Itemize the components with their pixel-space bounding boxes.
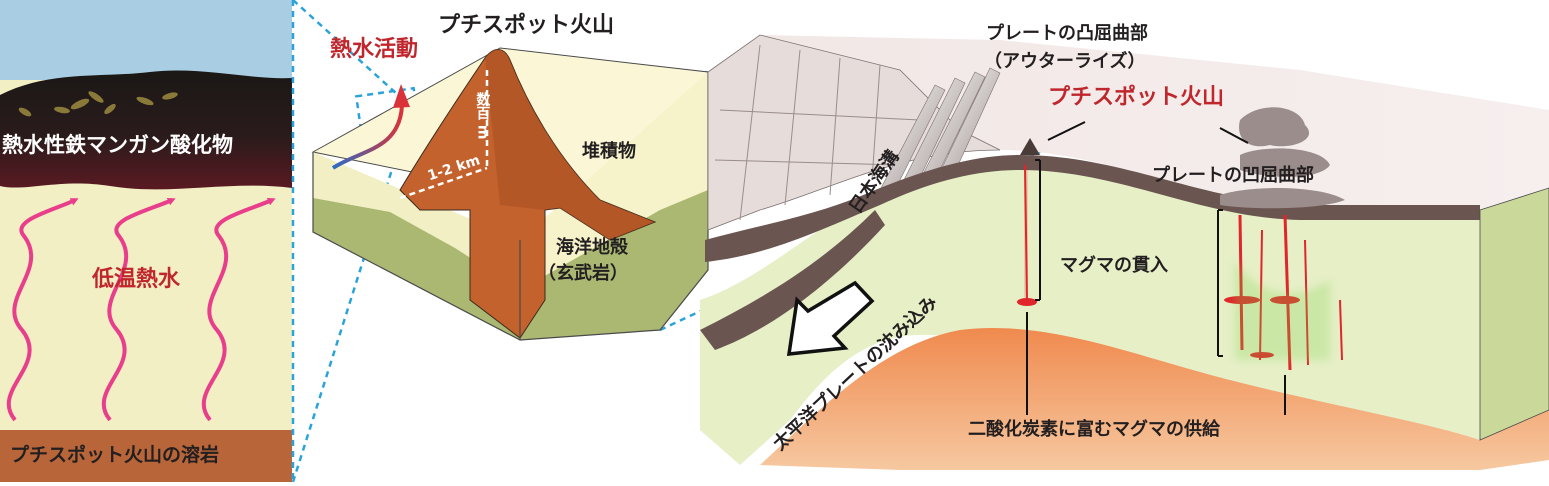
right-edge [1479,187,1549,441]
crust-label-line1: 海洋地殻 [556,237,628,258]
lava-label: プチスポット火山の溶岩 [10,444,220,466]
concave-label: プレートの凹屈曲部 [1152,165,1314,186]
crust-right [520,190,708,340]
middle-block [311,47,709,341]
trench-wall [707,34,1001,231]
green-plate [700,158,1549,465]
oxide-label: 熱水性鉄マンガン酸化物 [2,133,233,157]
seafloor-surface [708,35,1549,230]
subducting-band [700,210,885,350]
fluid-arrow-1 [6,198,79,422]
dimension-lines [399,70,489,200]
outer-rise-line1: プレートの凸屈曲部 [986,23,1148,44]
right-landscape [700,34,1549,470]
fluid-arrow-3 [201,198,276,422]
outer-rise-blades [879,67,1001,191]
block-edges [312,72,709,341]
hydrothermal-arrowhead [393,84,410,108]
magma-right [1224,214,1343,371]
fluid-arrows [6,198,276,422]
oxide-crust [0,70,292,190]
plate-band [705,155,1480,262]
height-label: 数百 m [474,92,491,140]
left-panel [0,0,292,482]
subduction-arrow-shape [786,280,875,356]
fluid-label: 低温熱水 [92,267,181,292]
intrusion-label: マグマの貫入 [1060,255,1168,276]
supply-label: 二酸化炭素に富むマグマの供給 [968,419,1220,440]
oxide-nodules [18,91,178,117]
crust-label-line2: （玄武岩） [538,263,628,284]
hydrothermal-label: 熱水活動 [330,37,419,62]
lava-base [0,430,292,482]
mantle [760,328,1549,470]
volcano-title: プチスポット火山 [438,13,615,38]
fluid-arrow-2 [101,198,176,422]
sediment-label: 堆積物 [582,141,636,162]
volcano-shade [485,49,655,241]
magma-left [1017,164,1037,306]
outer-rise-line2: （アウターライズ） [984,51,1146,72]
concave-bumps [1220,107,1345,209]
petit-spot-cone [1020,138,1040,155]
crust-left [313,198,520,340]
petit-spot-label: プチスポット火山 [1048,85,1225,110]
trench-lines [714,44,921,221]
leader-lines [1026,121,1286,415]
